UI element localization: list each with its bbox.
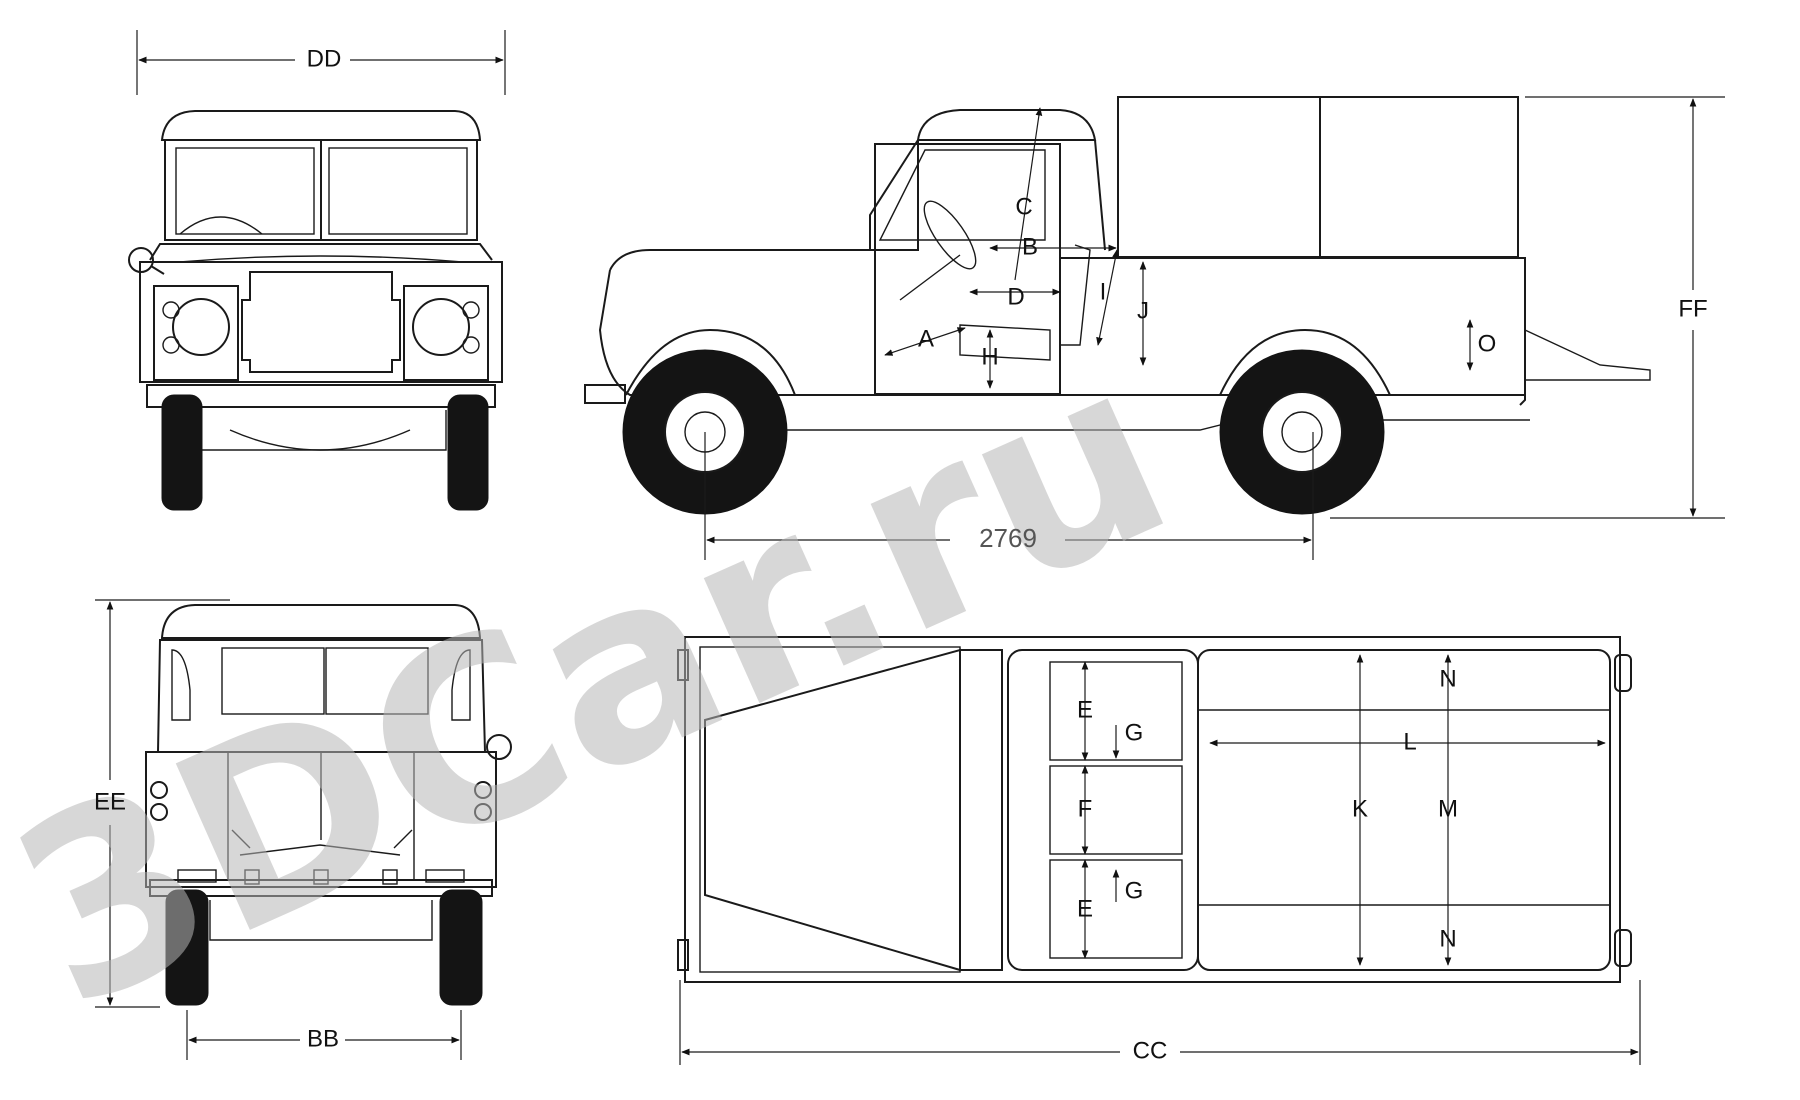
top-view — [677, 636, 1632, 983]
label-a: A — [918, 325, 934, 352]
label-bb: BB — [307, 1025, 339, 1052]
dimension-lines — [95, 30, 1725, 1065]
dimension-labels: DD EE BB CC FF 2769 A B C D H I J O E F … — [94, 45, 1708, 1064]
label-l: L — [1403, 728, 1416, 755]
label-ee: EE — [94, 788, 126, 815]
label-n-bottom: N — [1439, 925, 1456, 952]
label-e-top: E — [1077, 696, 1093, 723]
label-dd: DD — [307, 45, 342, 72]
label-o: O — [1478, 330, 1497, 357]
label-k: K — [1352, 795, 1368, 822]
label-g-bottom: G — [1125, 877, 1144, 904]
label-cc: CC — [1133, 1037, 1168, 1064]
label-i: I — [1100, 278, 1107, 305]
wheelbase-label: 2769 — [979, 523, 1037, 553]
front-view — [128, 110, 503, 511]
label-b: B — [1022, 233, 1038, 260]
label-h: H — [981, 343, 998, 370]
label-f: F — [1078, 795, 1093, 822]
label-g-top: G — [1125, 719, 1144, 746]
label-j: J — [1137, 297, 1149, 324]
label-ff: FF — [1678, 295, 1707, 322]
side-view — [584, 96, 1651, 515]
rear-view — [145, 604, 512, 1006]
label-d: D — [1007, 283, 1024, 310]
label-m: M — [1438, 795, 1458, 822]
label-n-top: N — [1439, 665, 1456, 692]
label-c: C — [1015, 193, 1032, 220]
label-e-bottom: E — [1077, 895, 1093, 922]
